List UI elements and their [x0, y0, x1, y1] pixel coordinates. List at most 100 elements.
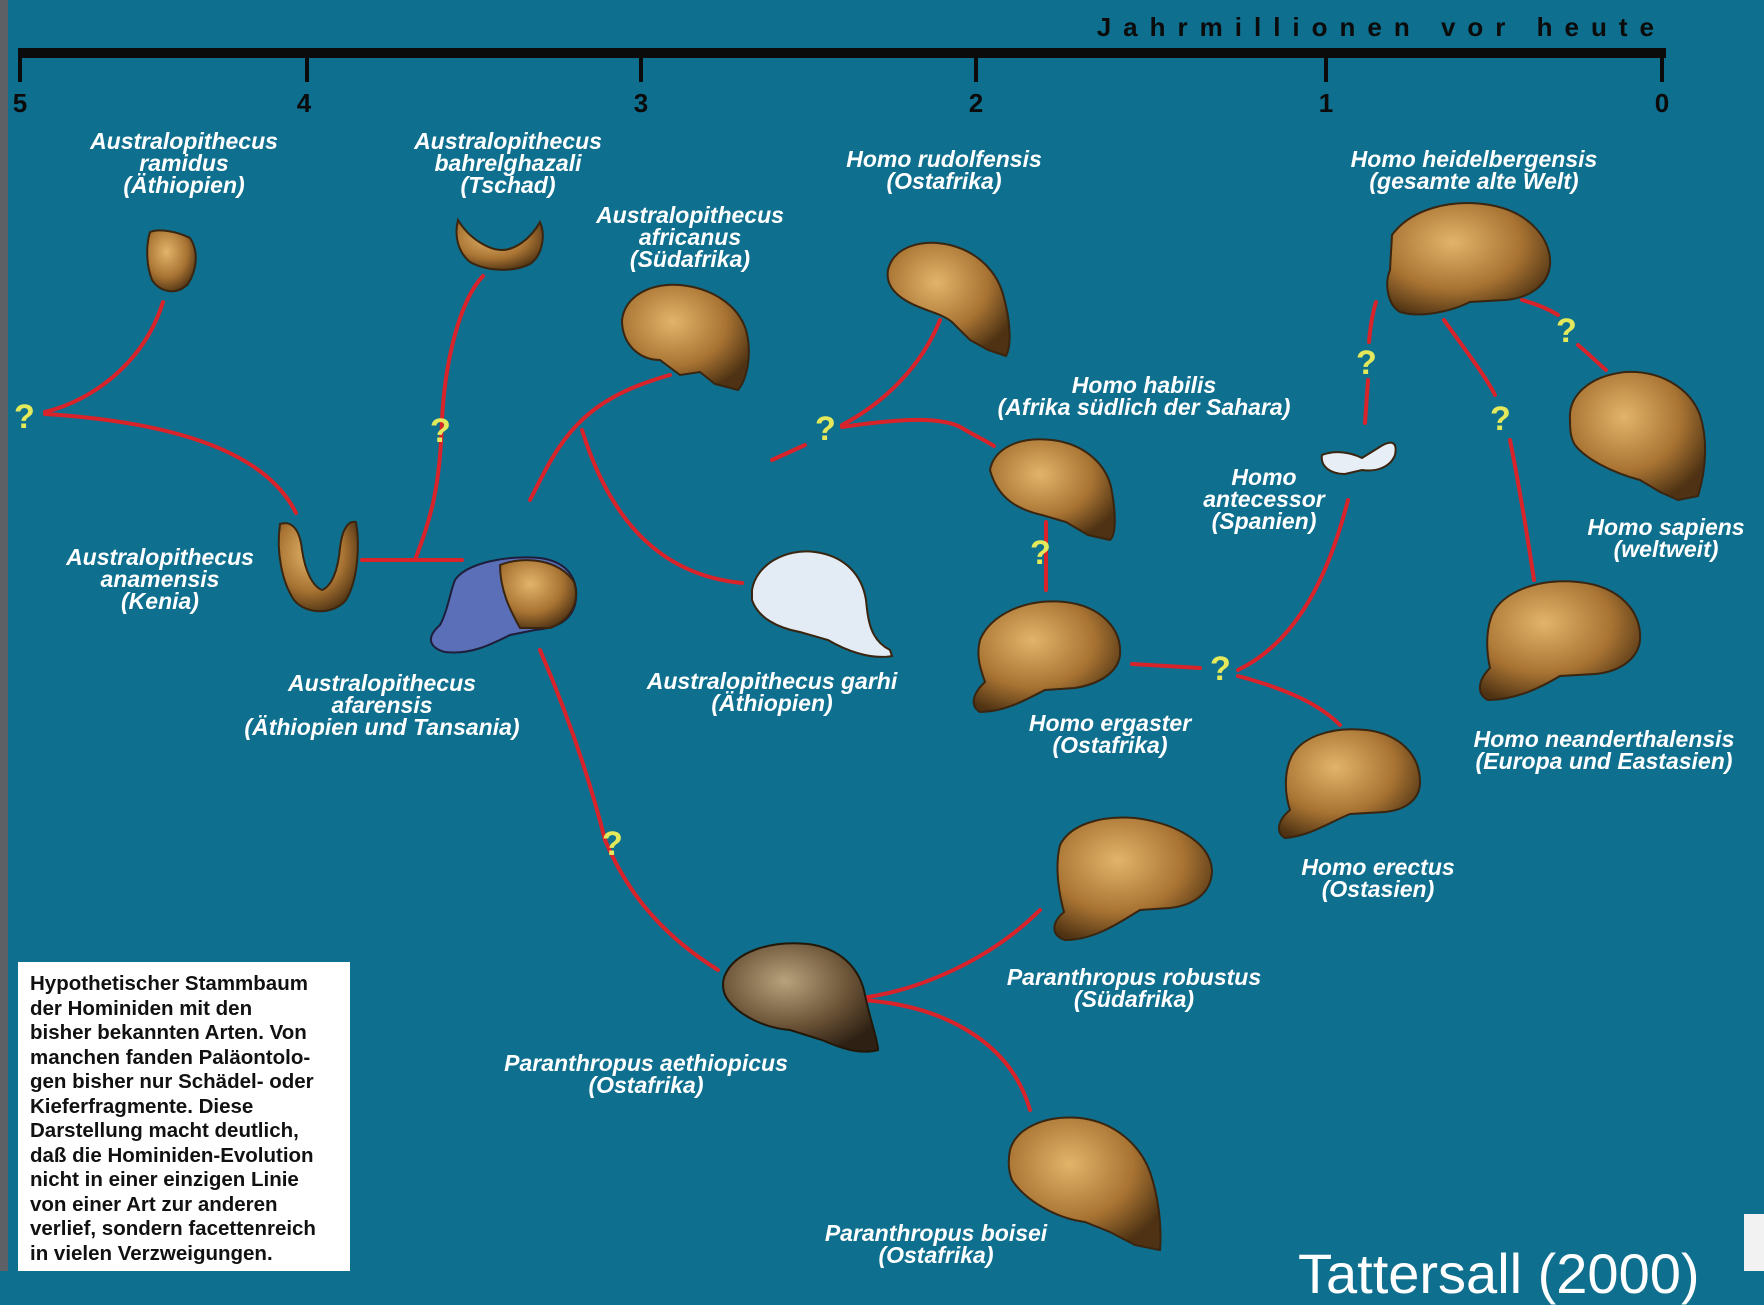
question-mark: ?: [1556, 312, 1577, 350]
line-afarensis-up: [530, 375, 670, 500]
fossil-erectus: [1279, 729, 1420, 838]
caption-line: manchen fanden Paläontolo-: [30, 1046, 340, 1071]
label-paranthropus-aethiopicus: Paranthropus aethiopicus (Ostafrika): [504, 1052, 788, 1096]
skull-icon: [723, 943, 878, 1051]
species-region: (Europa und Eastasien): [1474, 750, 1735, 772]
species-region: (weltweit): [1587, 538, 1744, 560]
species-region: (Äthiopien): [647, 692, 897, 714]
fossil-ramidus: [147, 230, 196, 291]
fossil-bahrelghazali: [457, 220, 543, 270]
line-rudolfensis: [842, 320, 940, 425]
species-name: Paranthropus boisei: [825, 1222, 1047, 1244]
species-name: afarensis: [244, 694, 519, 716]
jaw-icon: [279, 522, 358, 612]
line-ramidus: [45, 302, 163, 412]
species-region: (Äthiopien): [90, 174, 278, 196]
fossil-heidelbergensis: [1387, 203, 1550, 314]
species-name: Homo sapiens: [1587, 516, 1744, 538]
species-name: Australopithecus: [596, 204, 784, 226]
species-region: (Äthiopien und Tansania): [244, 716, 519, 738]
question-mark: ?: [1210, 650, 1231, 688]
species-name: Homo habilis: [998, 374, 1291, 396]
label-homo-sapiens: Homo sapiens (weltweit): [1587, 516, 1744, 560]
label-paranthropus-boisei: Paranthropus boisei (Ostafrika): [825, 1222, 1047, 1266]
jaw-icon: [457, 220, 543, 270]
species-region: (Ostafrika): [504, 1074, 788, 1096]
caption-line: gen bisher nur Schädel- oder: [30, 1070, 340, 1095]
label-australopithecus-bahrelghazali: Australopithecus bahrelghazali (Tschad): [414, 130, 602, 196]
species-name: Homo ergaster: [1029, 712, 1191, 734]
species-name: Australopithecus: [244, 672, 519, 694]
species-region: (Kenia): [66, 590, 254, 612]
line-to-erectus: [1238, 676, 1340, 725]
skull-icon: [1054, 817, 1212, 940]
question-mark: ?: [602, 825, 623, 863]
species-name: Australopithecus: [90, 130, 278, 152]
skull-icon: [1279, 729, 1420, 838]
label-australopithecus-garhi: Australopithecus garhi (Äthiopien): [647, 670, 897, 714]
species-name: bahrelghazali: [414, 152, 602, 174]
skull-icon: [974, 601, 1120, 712]
label-australopithecus-afarensis: Australopithecus afarensis (Äthiopien un…: [244, 672, 519, 738]
species-name: anamensis: [66, 568, 254, 590]
species-name: Australopithecus: [66, 546, 254, 568]
caption-line: in vielen Verzweigungen.: [30, 1242, 340, 1267]
skull-icon: [1570, 372, 1705, 500]
label-homo-erectus: Homo erectus (Ostasien): [1301, 856, 1454, 900]
species-name: Homo neanderthalensis: [1474, 728, 1735, 750]
question-mark: ?: [430, 412, 451, 450]
species-region: (gesamte alte Welt): [1351, 170, 1598, 192]
skull-icon: [622, 285, 749, 390]
label-homo-rudolfensis: Homo rudolfensis (Ostafrika): [846, 148, 1042, 192]
question-mark: ?: [1356, 344, 1377, 382]
skull-icon: [1387, 203, 1550, 314]
caption-line: nicht in einer einzigen Linie: [30, 1168, 340, 1193]
line-aethiopicus-boisei: [862, 1000, 1030, 1110]
jaw-icon: [1322, 443, 1396, 474]
species-name: Homo erectus: [1301, 856, 1454, 878]
species-name: antecessor: [1203, 488, 1324, 510]
line-heidelbergensis-neanderthalensis: [1444, 320, 1534, 580]
species-name: ramidus: [90, 152, 278, 174]
species-region: (Südafrika): [596, 248, 784, 270]
species-region: (Ostafrika): [1029, 734, 1191, 756]
fossil-africanus: [622, 285, 749, 390]
caption-line: daß die Hominiden-Evolution: [30, 1144, 340, 1169]
fossil-robustus: [1054, 817, 1212, 940]
species-region: (Spanien): [1203, 510, 1324, 532]
citation: Tattersall (2000): [1298, 1246, 1700, 1302]
skull-icon: [990, 439, 1115, 540]
label-homo-heidelbergensis: Homo heidelbergensis (gesamte alte Welt): [1351, 148, 1598, 192]
caption-line: bisher bekannten Arten. Von: [30, 1021, 340, 1046]
species-name: africanus: [596, 226, 784, 248]
caption-line: von einer Art zur anderen: [30, 1193, 340, 1218]
line-habilis: [842, 420, 994, 446]
species-name: Homo: [1203, 466, 1324, 488]
skull-icon: [752, 551, 892, 656]
species-name: Australopithecus garhi: [647, 670, 897, 692]
label-paranthropus-robustus: Paranthropus robustus (Südafrika): [1007, 966, 1261, 1010]
corner-logo: [1744, 1214, 1764, 1271]
species-region: (Ostafrika): [846, 170, 1042, 192]
species-region: (Ostasien): [1301, 878, 1454, 900]
label-homo-antecessor: Homo antecessor (Spanien): [1203, 466, 1324, 532]
species-region: (Ostafrika): [825, 1244, 1047, 1266]
caption-line: verlief, sondern facettenreich: [30, 1217, 340, 1242]
species-name: Paranthropus robustus: [1007, 966, 1261, 988]
skull-icon: [888, 243, 1010, 356]
species-name: Paranthropus aethiopicus: [504, 1052, 788, 1074]
fossil-ergaster: [974, 601, 1120, 712]
label-homo-neanderthalensis: Homo neanderthalensis (Europa und Eastas…: [1474, 728, 1735, 772]
label-homo-habilis: Homo habilis (Afrika südlich der Sahara): [998, 374, 1291, 418]
label-australopithecus-anamensis: Australopithecus anamensis (Kenia): [66, 546, 254, 612]
label-australopithecus-ramidus: Australopithecus ramidus (Äthiopien): [90, 130, 278, 196]
label-australopithecus-africanus: Australopithecus africanus (Südafrika): [596, 204, 784, 270]
species-region: (Südafrika): [1007, 988, 1261, 1010]
species-region: (Afrika südlich der Sahara): [998, 396, 1291, 418]
species-name: Homo heidelbergensis: [1351, 148, 1598, 170]
caption-box: Hypothetischer Stammbaum der Hominiden m…: [18, 962, 350, 1271]
fossil-rudolfensis: [888, 243, 1010, 356]
label-homo-ergaster: Homo ergaster (Ostafrika): [1029, 712, 1191, 756]
caption-line: der Hominiden mit den: [30, 997, 340, 1022]
fossil-garhi: [752, 551, 892, 656]
